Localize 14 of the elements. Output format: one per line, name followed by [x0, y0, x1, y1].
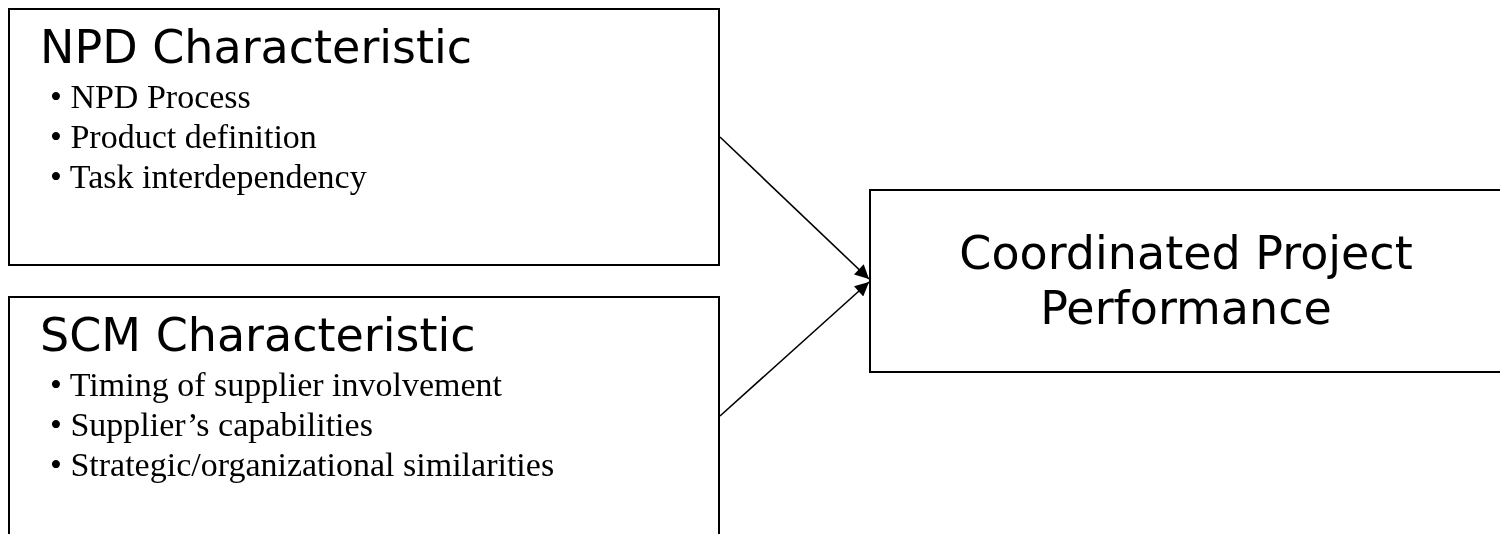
characteristic-box: [8, 8, 720, 266]
box-heading: SCM Characteristic: [40, 310, 477, 361]
arrow: [719, 136, 870, 280]
bullet-item: • Timing of supplier involvement: [50, 364, 504, 405]
arrow: [719, 281, 870, 417]
outcome-box: [869, 189, 1500, 373]
box-title: Coordinated Project Performance: [958, 225, 1414, 337]
bullet-item: • Strategic/organizational similarities: [50, 444, 556, 485]
box-heading: NPD Characteristic: [40, 22, 474, 73]
characteristic-box: [8, 296, 720, 534]
bullet-item: • Product definition: [50, 116, 318, 157]
bullet-item: • NPD Process: [50, 76, 252, 117]
bullet-item: • Supplier’s capabilities: [50, 404, 374, 445]
bullet-item: • Task interdependency: [50, 156, 368, 197]
